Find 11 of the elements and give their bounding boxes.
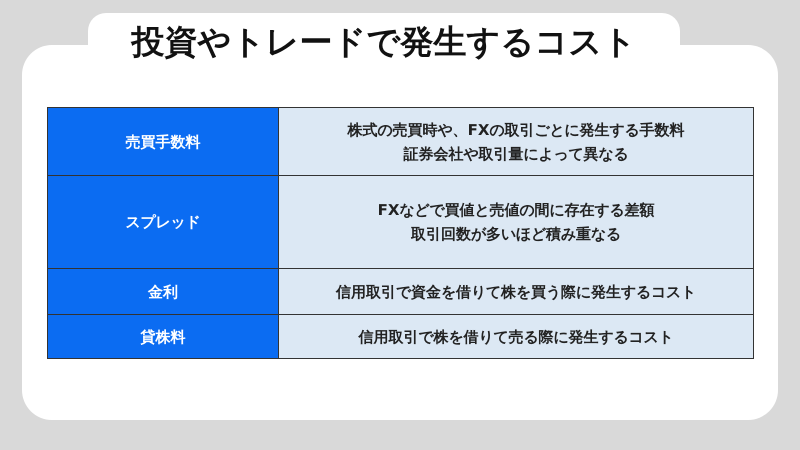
cell-text: 取引回数が多いほど積み重なる	[411, 224, 621, 245]
title: 投資やトレードで発生するコスト	[130, 22, 638, 62]
cell-text: スプレッド	[126, 212, 200, 233]
cell-text: 貸株料	[140, 326, 186, 348]
cell-text: 売買手数料	[126, 132, 200, 152]
cell-text: 証券会社や取引量によって異なる	[404, 144, 628, 164]
cell-text: 株式の売買時や、FXの取引ごとに発生する手数料	[348, 120, 684, 140]
cell-text: 信用取引で株を借りて売る際に発生するコスト	[358, 326, 674, 348]
cell-text: 信用取引で資金を借りて株を買う際に発生するコスト	[336, 282, 696, 302]
cell-text: 金利	[148, 282, 178, 302]
cell-text: FXなどで買値と売値の間に存在する差額	[378, 200, 654, 221]
